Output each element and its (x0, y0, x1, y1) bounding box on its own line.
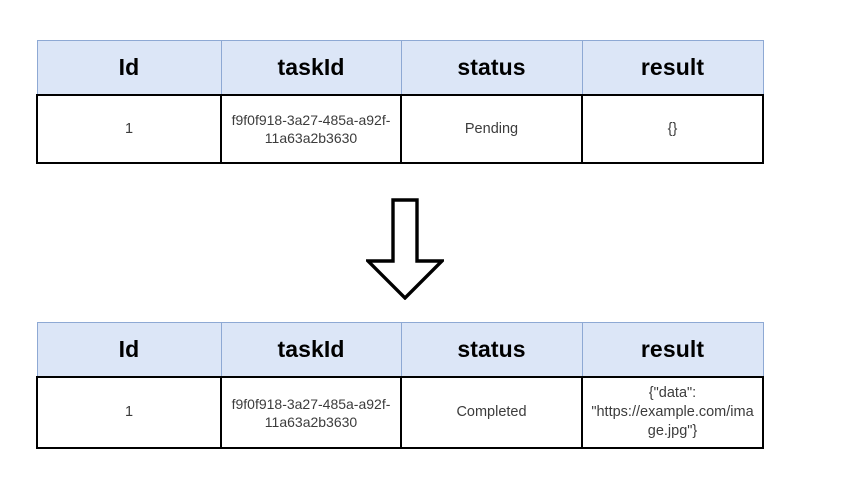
column-header-status: status (400, 322, 583, 378)
before-table: Id taskId status result 1 f9f0f918-3a27-… (36, 40, 764, 165)
column-header-taskid: taskId (220, 322, 402, 378)
cell-status: Pending (400, 94, 583, 165)
column-header-result: result (581, 322, 764, 378)
column-header-taskid: taskId (220, 40, 402, 96)
cell-id: 1 (36, 376, 222, 449)
cell-result: {"data": "https://example.com/image.jpg"… (581, 376, 764, 449)
column-header-result: result (581, 40, 764, 96)
table-row: 1 f9f0f918-3a27-485a-a92f-11a63a2b3630 C… (36, 376, 764, 449)
column-header-id: Id (36, 322, 222, 378)
cell-result: {} (581, 94, 764, 165)
column-header-id: Id (36, 40, 222, 96)
after-table: Id taskId status result 1 f9f0f918-3a27-… (36, 322, 764, 449)
table-header-row: Id taskId status result (36, 40, 764, 96)
cell-status: Completed (400, 376, 583, 449)
cell-taskid: f9f0f918-3a27-485a-a92f-11a63a2b3630 (220, 94, 402, 165)
column-header-status: status (400, 40, 583, 96)
cell-taskid: f9f0f918-3a27-485a-a92f-11a63a2b3630 (220, 376, 402, 449)
down-arrow-icon (366, 198, 444, 300)
table-row: 1 f9f0f918-3a27-485a-a92f-11a63a2b3630 P… (36, 94, 764, 165)
cell-id: 1 (36, 94, 222, 165)
table-header-row: Id taskId status result (36, 322, 764, 378)
